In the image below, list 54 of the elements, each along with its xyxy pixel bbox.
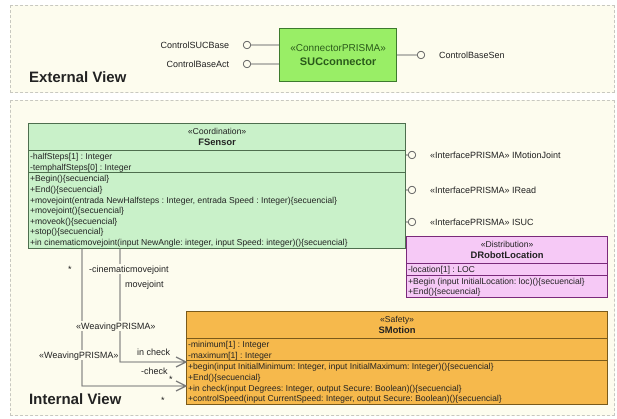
operation-text: +in check(input Degrees: Integer, output Secure: Boolean)(){secuencial}: [188, 382, 462, 394]
view-title: External View: [29, 69, 126, 86]
operation-text: +movejoint(){secuencial}: [30, 205, 124, 216]
view-title: Internal View: [29, 391, 122, 408]
stereotype-text: «Distribution»: [480, 239, 534, 250]
attribute-text: -location[1] : LOC: [408, 264, 475, 275]
class-name: DRobotLocation: [470, 250, 544, 260]
view-panel: [10, 100, 615, 416]
role-label: movejoint: [124, 279, 165, 289]
class-box: [28, 123, 406, 249]
component-name: SUCconnector: [300, 56, 376, 68]
edge-label: -check: [140, 366, 169, 376]
interface-name: ControlSUCBase: [160, 40, 229, 50]
view-panel: [10, 5, 615, 93]
component-box: [279, 28, 397, 82]
attribute-text: -temphalfSteps[0] : Integer: [30, 162, 132, 172]
attribute-text: -halfSteps[1] : Integer: [30, 151, 112, 162]
interface-name: «InterfacePRISMA» ISUC: [430, 217, 534, 227]
class-box: [406, 236, 608, 298]
operation-text: +Begin (input InitialLocation: loc)(){secuencial}: [408, 276, 585, 286]
stereotype-label: «WeavingPRISMA»: [75, 321, 156, 331]
interface-connector: [406, 218, 416, 226]
operation-text: +stop(){secuencial}: [30, 226, 104, 237]
edge-label: in check: [136, 347, 172, 357]
class-name: SMotion: [378, 324, 416, 336]
role-label: -cinematicmovejoint: [88, 264, 170, 274]
interface-connector: [242, 40, 279, 50]
operation-text: +End(){secuencial}: [188, 372, 260, 383]
interface-name: «InterfacePRISMA» IMotionJoint: [430, 150, 561, 160]
operation-text: +begin(input InitialMinimum: Integer, input InitialMaximum: Integer)(){secuencial}: [188, 361, 494, 372]
attribute-text: -minimum[1] : Integer: [188, 339, 270, 350]
stereotype-label: «WeavingPRISMA»: [38, 350, 120, 360]
attribute-text: -maximum[1] : Integer: [188, 350, 272, 360]
interface-name: «InterfacePRISMA» IRead: [430, 185, 536, 195]
operation-text: +End(){secuencial}: [30, 184, 102, 195]
interface-connector: [406, 150, 416, 160]
association-arrow: [81, 248, 187, 392]
operation-text: +controlSpeed(input CurrentSpeed: Integer, output Secure: Boolean)(){secuencial}: [188, 393, 502, 404]
stereotype-text: «ConnectorPRISMA»: [290, 42, 386, 54]
interface-connector: [397, 50, 426, 60]
operation-text: +End(){secuencial}: [408, 286, 480, 297]
interface-name: ControlBaseSen: [439, 50, 505, 60]
stereotype-text: «Coordination»: [188, 126, 246, 137]
interface-connector: [406, 186, 416, 194]
operation-text: +Begin(){secuencial}: [30, 173, 110, 184]
association-arrow: [119, 248, 187, 368]
operation-text: +movejoint(entrada NewHalfsteps : Integer, entrada Speed : Integer){secuencial}: [30, 194, 337, 206]
class-box: [186, 311, 608, 405]
operation-text: +moveok(){secuencial}: [30, 216, 118, 226]
class-name: FSensor: [198, 136, 236, 148]
stereotype-text: «Safety»: [380, 314, 414, 325]
interface-name: ControlBaseAct: [166, 59, 229, 69]
interface-connector: [242, 60, 279, 68]
operation-text: +in cinematicmovejoint(input NewAngle: integer, input Speed: integer)(){secuencial}: [30, 236, 348, 248]
